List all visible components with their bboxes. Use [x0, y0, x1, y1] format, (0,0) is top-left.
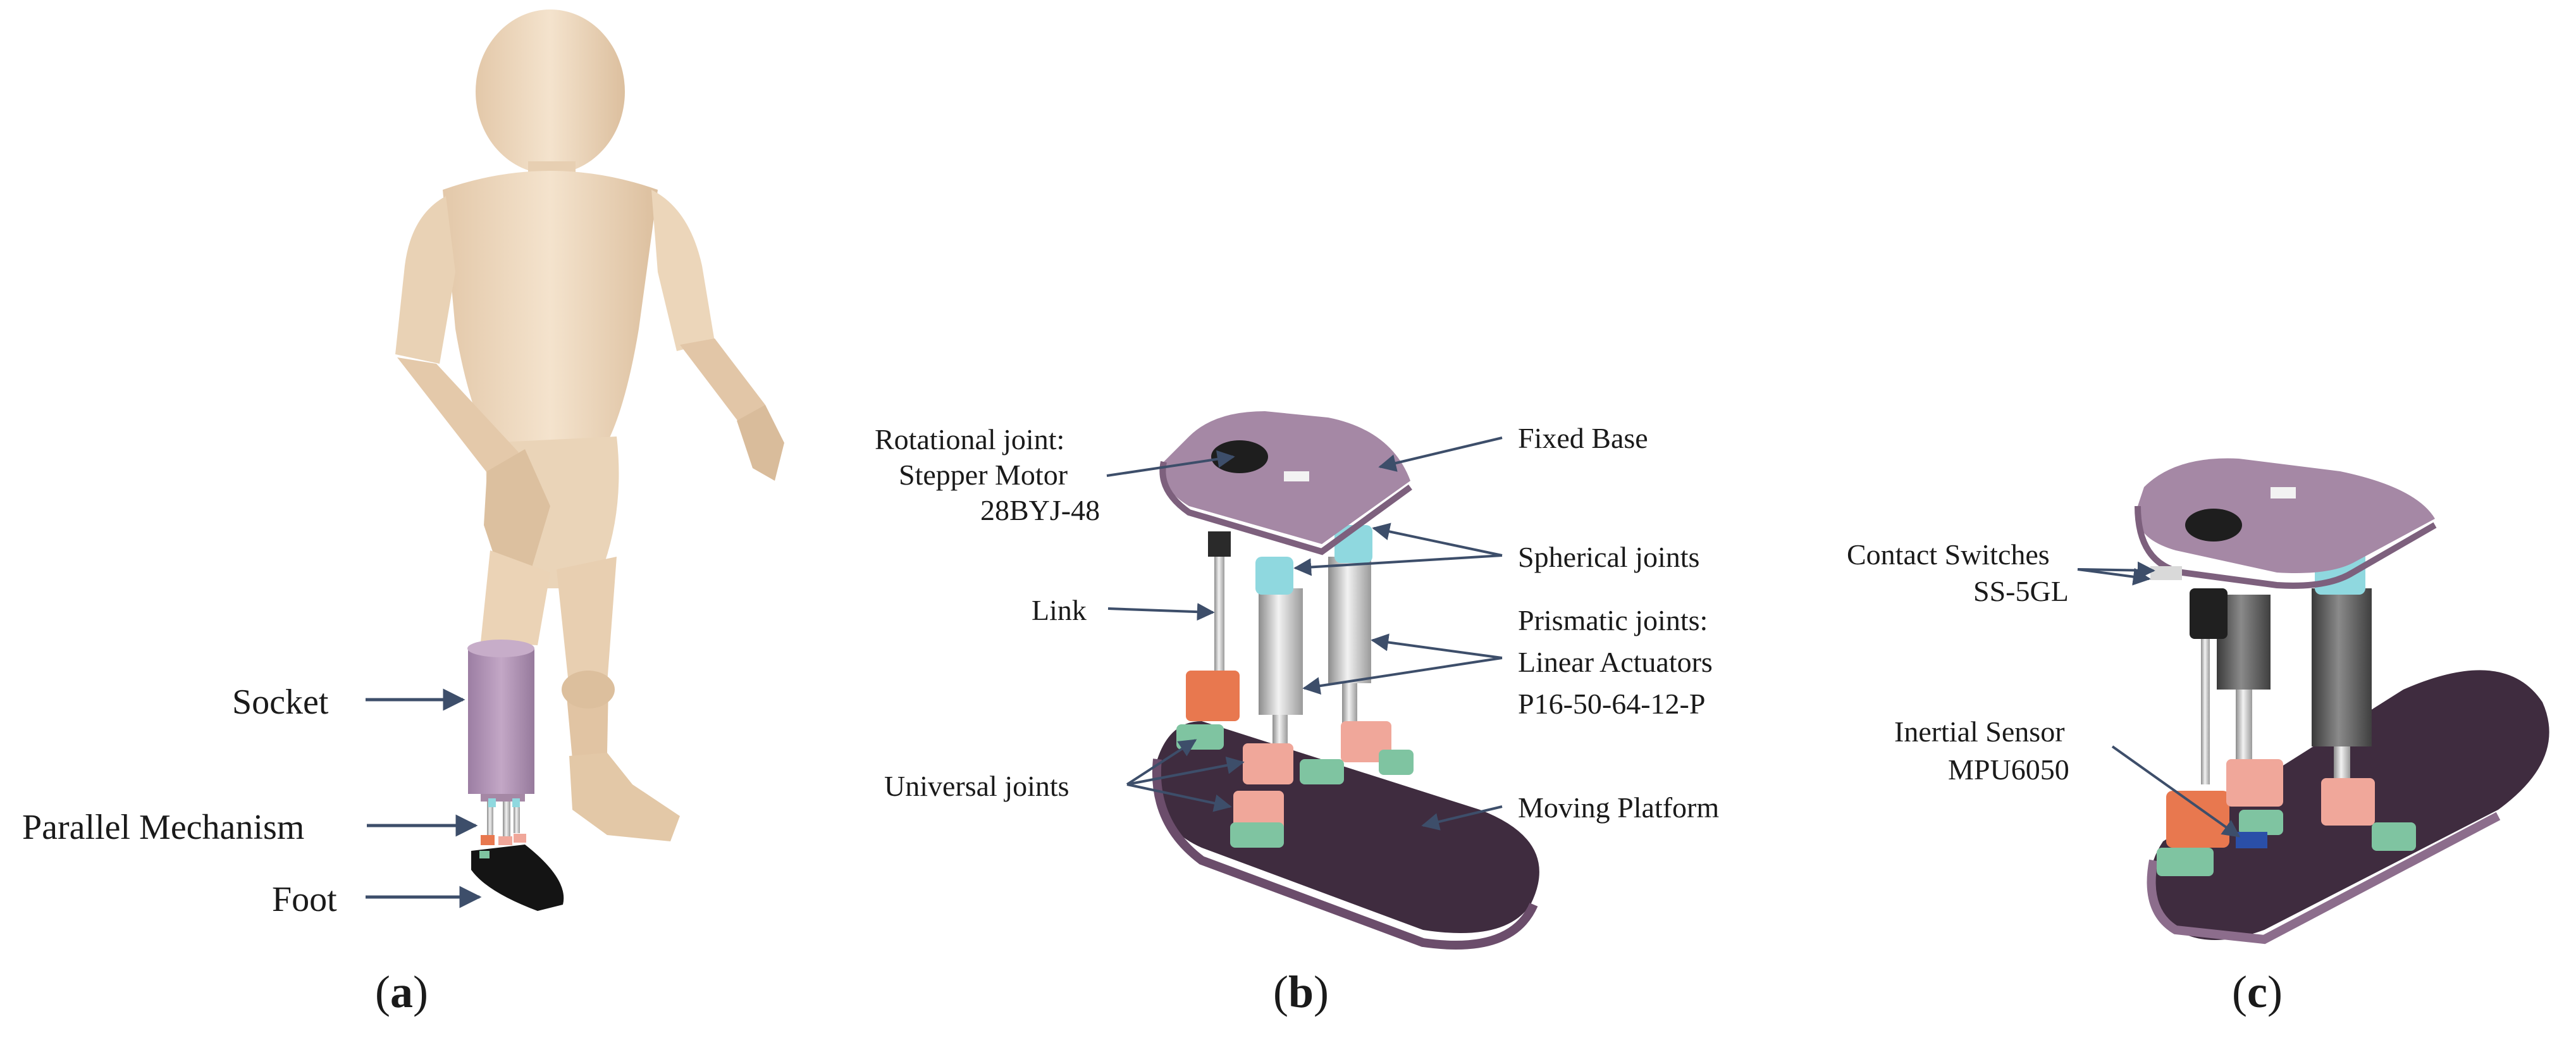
c-base-slot: [2271, 487, 2296, 498]
c-universal-joint-pink-1: [2226, 759, 2283, 807]
c-moving-platform-edge: [2147, 812, 2501, 944]
universal-joint-orange: [1186, 671, 1240, 721]
label-spherical-joints: Spherical joints: [1518, 541, 1699, 573]
socket-top-rim: [467, 640, 534, 657]
c-actuator-left-rod: [2236, 690, 2252, 759]
mannequin-right-upper-arm: [651, 190, 715, 351]
label-rotational-joint-3: 28BYJ-48: [980, 494, 1100, 526]
mannequin-left-forearm: [397, 357, 519, 481]
universal-joint-pink-2: [1341, 721, 1391, 762]
prosthetic-socket: [468, 648, 534, 794]
green-mount-2: [1300, 759, 1344, 784]
arrow-universal-2: [1126, 783, 1232, 812]
c-universal-joint-pink-2: [2321, 778, 2375, 826]
caption-a: (a): [375, 967, 428, 1017]
c-green-mount-2: [2239, 810, 2283, 835]
label-link: Link: [1032, 594, 1087, 626]
base-slot: [1284, 471, 1309, 481]
spherical-joint-left: [1255, 557, 1293, 595]
arrow-moving-platform: [1421, 805, 1503, 831]
label-parallel-mechanism: Parallel Mechanism: [22, 808, 304, 847]
mannequin-intact-thigh: [557, 557, 617, 690]
label-foot: Foot: [272, 880, 337, 919]
panel-a: Socket Parallel Mechanism Foot (a): [22, 9, 784, 1017]
caption-c: (c): [2232, 967, 2283, 1017]
mannequin-intact-knee: [562, 671, 615, 709]
mannequin-illustration: [395, 9, 784, 841]
label-universal-joints: Universal joints: [884, 770, 1069, 802]
arrow-prismatic-2: [1302, 657, 1503, 695]
foot-accent-green: [479, 851, 490, 858]
c-fixed-base-edge: [2135, 505, 2437, 589]
moving-platform-edge: [1152, 758, 1538, 950]
label-fixed-base: Fixed Base: [1518, 422, 1648, 454]
mannequin-head: [476, 9, 625, 174]
arrow-contact-switches-2: [2077, 567, 2151, 586]
motor-shaft: [1208, 531, 1231, 557]
c-stepper-motor-top: [2185, 509, 2242, 542]
c-contact-switch: [2150, 566, 2182, 580]
green-mount-4: [1379, 750, 1414, 775]
universal-joint-pink-3: [1233, 791, 1284, 832]
arrow-universal-1: [1126, 739, 1197, 786]
actuator-right-barrel: [1328, 557, 1371, 683]
label-inertial-sensor-2: MPU6050: [1948, 753, 2069, 786]
arrow-spherical-joints-2: [1293, 554, 1503, 576]
c-green-mount-1: [2157, 848, 2214, 876]
stepper-motor-top: [1211, 440, 1268, 473]
mannequin-left-upper-arm: [395, 196, 455, 364]
green-mount-1: [1176, 724, 1224, 750]
label-contact-switches-1: Contact Switches: [1847, 538, 2050, 571]
label-prismatic-joints-2: Linear Actuators: [1518, 646, 1713, 678]
c-link-rod: [2201, 633, 2210, 784]
label-contact-switches-2: SS-5GL: [1973, 575, 2069, 607]
fixed-base-edge: [1159, 461, 1412, 555]
arrow-link: [1107, 603, 1215, 621]
c-universal-joint-orange: [2166, 791, 2229, 848]
arrow-rotational-joint: [1106, 450, 1235, 477]
c-motor-body: [2190, 588, 2228, 639]
actuator-left-barrel: [1259, 588, 1303, 715]
label-rotational-joint-1: Rotational joint:: [875, 423, 1064, 455]
panel-c: Contact Switches SS-5GL Inertial Sensor …: [1847, 458, 2549, 1017]
label-moving-platform: Moving Platform: [1518, 791, 1719, 824]
arrow-universal-3: [1126, 756, 1245, 786]
c-fixed-base-plate: [2136, 458, 2435, 573]
c-green-mount-3: [2372, 822, 2416, 851]
arrow-fixed-base: [1378, 436, 1503, 472]
green-mount-3: [1230, 822, 1284, 848]
mannequin-right-hand: [737, 405, 784, 481]
arrow-spherical-joints-1: [1372, 523, 1503, 557]
mannequin-torso: [443, 171, 658, 455]
mini-parallel-mechanism: [481, 794, 526, 845]
prosthetic-foot: [471, 845, 564, 911]
arrow-inertial-sensor: [2111, 745, 2241, 838]
c-actuator-right-barrel: [2312, 588, 2372, 746]
actuator-right-rod: [1342, 683, 1357, 727]
label-prismatic-joints-3: P16-50-64-12-P: [1518, 688, 1705, 720]
caption-b: (b): [1273, 967, 1329, 1017]
mannequin-left-hand: [484, 449, 550, 569]
arrow-prismatic-1: [1371, 633, 1503, 659]
mannequin-residual-thigh: [481, 550, 550, 645]
label-rotational-joint-2: Stepper Motor: [899, 459, 1068, 491]
label-prismatic-joints-1: Prismatic joints:: [1518, 604, 1708, 636]
mannequin-intact-foot: [569, 753, 680, 841]
panel-b: Rotational joint: Stepper Motor 28BYJ-48…: [875, 411, 1719, 1017]
label-inertial-sensor-1: Inertial Sensor: [1894, 715, 2065, 748]
c-inertial-sensor-board: [2236, 832, 2267, 848]
label-socket: Socket: [232, 683, 329, 722]
mannequin-right-forearm: [680, 338, 765, 424]
universal-joint-pink-1: [1243, 743, 1293, 784]
